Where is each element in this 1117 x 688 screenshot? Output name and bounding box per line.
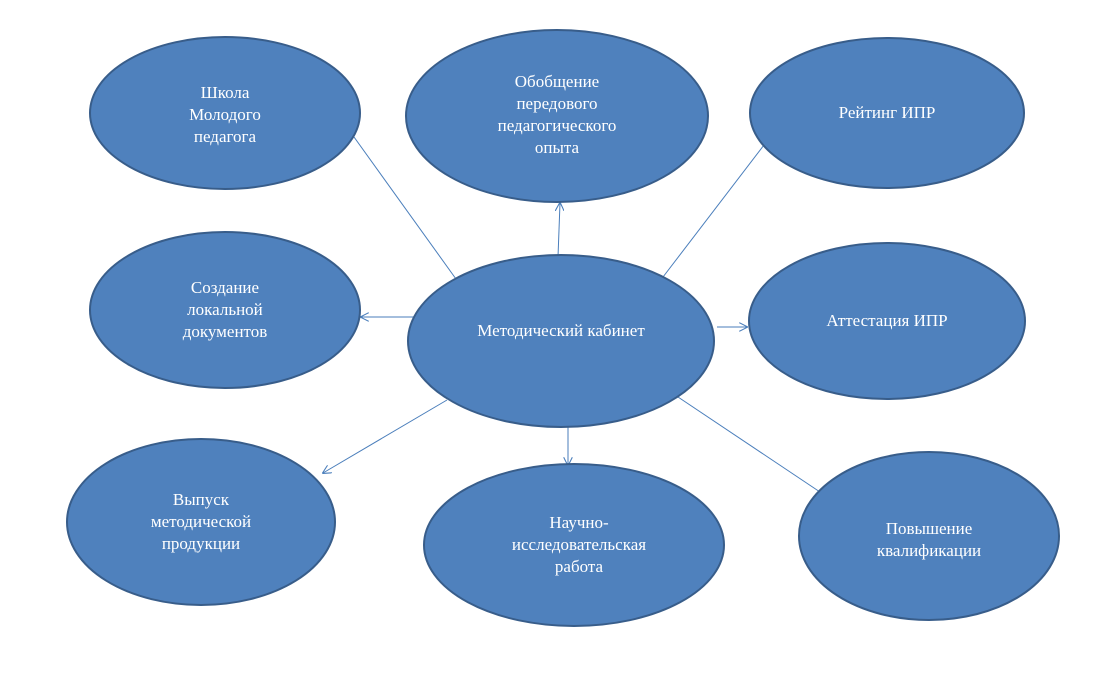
node-generalization-ellipse: [405, 29, 709, 203]
connector-rating: [662, 144, 765, 278]
node-production-ellipse: [66, 438, 336, 606]
node-qualification-ellipse: [798, 451, 1060, 621]
connector-generalization: [558, 203, 560, 258]
node-attestation-ellipse: [748, 242, 1026, 400]
node-research-ellipse: [423, 463, 725, 627]
node-school-ellipse: [89, 36, 361, 190]
connector-school: [353, 136, 457, 280]
node-rating-ellipse: [749, 37, 1025, 189]
node-documents-ellipse: [89, 231, 361, 389]
connector-production: [323, 399, 448, 473]
connector-qualification: [677, 396, 821, 493]
center-node-ellipse: [407, 254, 715, 428]
